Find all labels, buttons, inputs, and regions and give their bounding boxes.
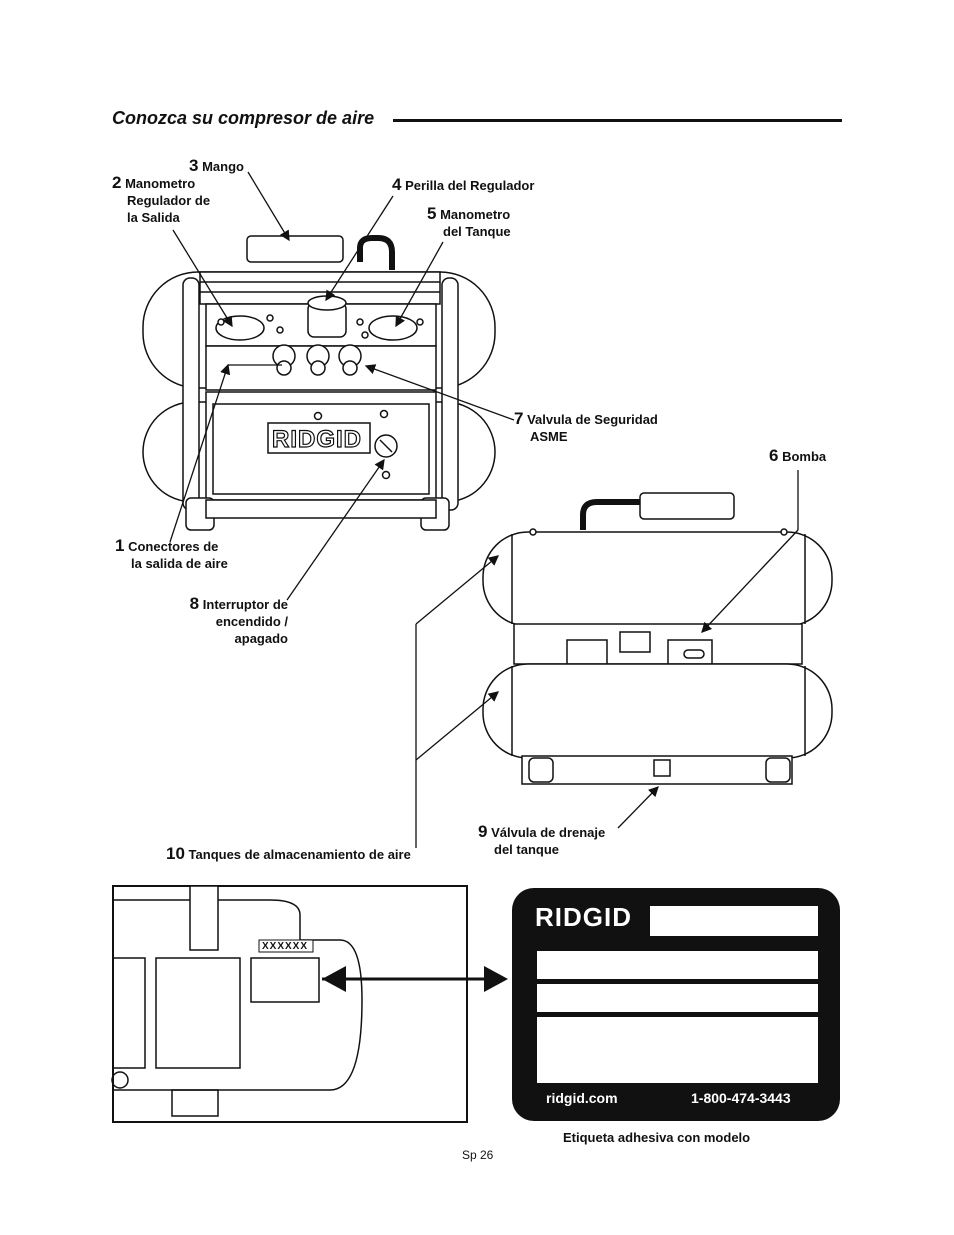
callout-3: 3 Mango xyxy=(189,156,244,175)
upper-tank-rear xyxy=(482,531,833,627)
callout-7: 7 Valvula de Seguridad ASME xyxy=(514,409,658,444)
callout-10: 10 Tanques de almacenamiento de aire xyxy=(166,844,411,863)
lower-tank-rear xyxy=(482,663,833,759)
callout-6: 6 Bomba xyxy=(769,446,827,465)
callout-leaders xyxy=(169,171,799,848)
plate-caption: Etiqueta adhesiva con modelo xyxy=(563,1130,751,1145)
callout-2: 2 Manometro Regulador de la Salida xyxy=(112,173,211,225)
title-rule xyxy=(393,119,842,122)
rear-view-compressor xyxy=(482,492,833,785)
label-code: XXXXXX xyxy=(262,941,309,952)
callout-9: 9 Válvula de drenaje del tanque xyxy=(478,822,606,857)
model-label-detail xyxy=(111,885,508,1123)
tank-gauge xyxy=(368,315,418,341)
callout-5: 5 Manometro del Tanque xyxy=(427,204,511,239)
front-view-compressor: RIDGID xyxy=(142,235,496,531)
page-number: Sp 26 xyxy=(462,1148,494,1162)
callout-8: 8 Interruptor de encendido / apagado xyxy=(189,594,288,646)
model-plate xyxy=(512,888,840,1121)
plate-brand-logo: RIDGID xyxy=(535,902,632,932)
plate-website: ridgid.com xyxy=(546,1090,618,1106)
left-rail xyxy=(182,277,200,511)
plate-phone: 1-800-474-3443 xyxy=(691,1090,791,1106)
rear-handle-grip xyxy=(639,492,735,520)
callout-4: 4 Perilla del Regulador xyxy=(392,175,535,194)
drain-valve xyxy=(653,759,671,777)
callout-1: 1 Conectores de la salida de aire xyxy=(115,536,228,571)
page-title: Conozca su compresor de aire xyxy=(112,108,375,128)
front-brand-logo: RIDGID xyxy=(272,426,362,453)
handle-grip xyxy=(246,235,344,263)
